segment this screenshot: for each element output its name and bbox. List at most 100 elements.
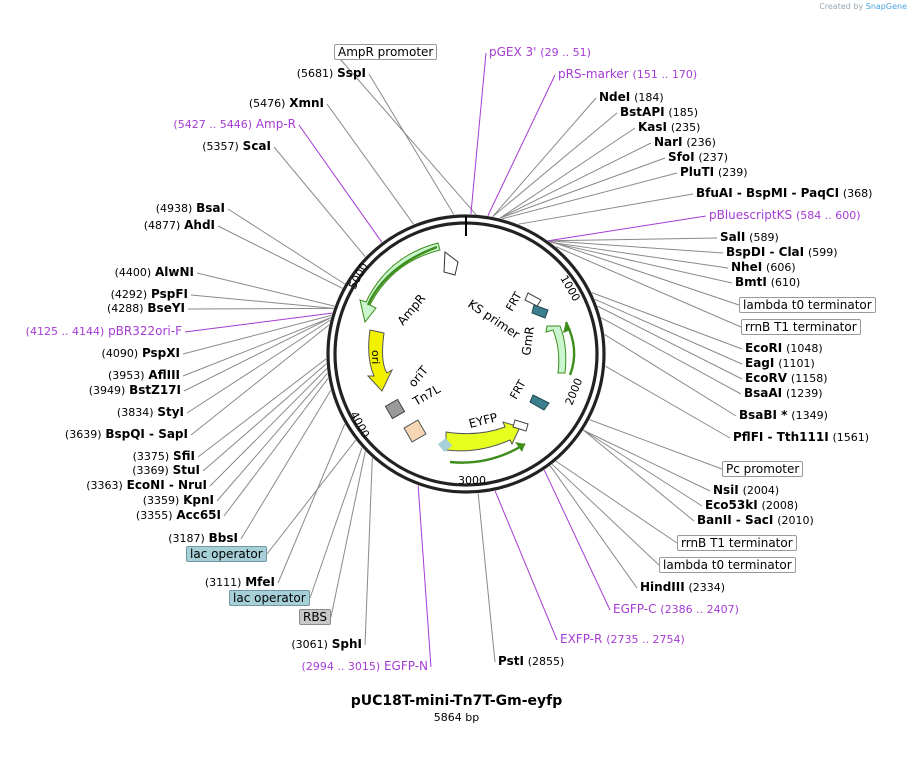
site-label-ecori[interactable]: EcoRI (1048) — [745, 341, 823, 356]
terminator-lower[interactable] — [512, 419, 529, 432]
leader-line-stui — [202, 363, 327, 472]
site-label-nari[interactable]: NarI (236) — [654, 135, 716, 150]
site-label-mfei[interactable]: (3111) MfeI — [205, 575, 275, 590]
site-label-afliii[interactable]: (3953) AflIII — [108, 368, 180, 383]
site-label-hindiii[interactable]: HindIII (2334) — [640, 580, 725, 595]
site-label-sphi[interactable]: (3061) SphI — [291, 637, 362, 652]
tn7l-feature[interactable] — [403, 419, 427, 443]
site-position: (610) — [770, 276, 801, 289]
site-label-sfoi[interactable]: SfoI (237) — [668, 150, 728, 165]
site-label-bsaai[interactable]: BsaAI (1239) — [744, 386, 823, 401]
site-label-pbluescriptks[interactable]: pBluescriptKS (584 .. 600) — [709, 208, 861, 223]
site-label-kpni[interactable]: (3359) KpnI — [143, 493, 214, 508]
gmr-feature[interactable] — [545, 325, 567, 374]
site-label-bstz17i[interactable]: (3949) BstZ17I — [89, 383, 181, 398]
site-label-bspdi-clai[interactable]: BspDI - ClaI (599) — [726, 245, 838, 260]
site-label-econi-nrui[interactable]: (3363) EcoNI - NruI — [86, 478, 207, 493]
lac-operator-box[interactable]: lac operator — [186, 546, 267, 562]
site-label-pflfi-tth111i[interactable]: PflFI - Tth111I (1561) — [733, 430, 869, 445]
frt-feature-upper[interactable] — [531, 304, 549, 319]
ring-tick-label: 3000 — [458, 474, 486, 487]
credit-prefix: Created by — [819, 2, 864, 11]
leader-line-pc-promoter — [589, 419, 723, 470]
site-label-bmti[interactable]: BmtI (610) — [735, 275, 800, 290]
leader-line-pspxi — [182, 314, 332, 355]
site-label-bsabi[interactable]: BsaBI * (1349) — [739, 408, 828, 423]
site-label-eco53ki[interactable]: Eco53kI (2008) — [705, 498, 798, 513]
site-label-stui[interactable]: (3369) StuI — [132, 463, 200, 478]
leader-line-bseyi — [187, 307, 334, 310]
site-name: BseYI — [147, 301, 185, 315]
site-position: (4938) — [155, 202, 193, 215]
site-label-bsai[interactable]: (4938) BsaI — [156, 201, 225, 216]
site-label-sspi[interactable]: (5681) SspI — [297, 66, 366, 81]
eyfp-feature[interactable] — [445, 421, 521, 452]
ori-feature[interactable] — [366, 329, 394, 392]
ampr-label: AmpR — [395, 291, 429, 327]
site-position: (3355) — [135, 509, 173, 522]
leader-line-pflfi-tth111i — [605, 365, 731, 439]
site-label-amp-r[interactable]: (5427 .. 5446) Amp-R — [173, 117, 296, 132]
lac-operator-marker — [437, 437, 453, 453]
site-position: (606) — [766, 261, 796, 274]
ampr-feature[interactable] — [359, 242, 441, 324]
orit-feature[interactable] — [384, 398, 406, 420]
site-label-pspfi[interactable]: (4292) PspFI — [111, 287, 188, 302]
site-label-scai[interactable]: (5357) ScaI — [202, 139, 271, 154]
site-label-banii-saci[interactable]: BanII - SacI (2010) — [697, 513, 814, 528]
site-label-prs-marker[interactable]: pRS-marker (151 .. 170) — [558, 67, 697, 82]
site-label-bstapi[interactable]: BstAPI (185) — [620, 105, 698, 120]
site-name: SalI — [720, 230, 746, 244]
site-label-pbr322ori-f[interactable]: (4125 .. 4144) pBR322ori-F — [26, 324, 182, 339]
site-label-sfii[interactable]: (3375) SfiI — [133, 449, 195, 464]
terminator-upper[interactable] — [524, 292, 542, 307]
site-label-bfuai-bspmi-paqci[interactable]: BfuAI - BspMI - PaqCI (368) — [696, 186, 872, 201]
site-position: (5476) — [248, 97, 286, 110]
site-label-acc65i[interactable]: (3355) Acc65I — [136, 508, 221, 523]
site-label-egfp-c[interactable]: EGFP-C (2386 .. 2407) — [613, 602, 739, 617]
rbs-box[interactable]: RBS — [299, 609, 331, 625]
frt-feature-lower[interactable] — [529, 394, 550, 411]
site-label-bbsi[interactable]: (3187) BbsI — [168, 531, 238, 546]
site-label-bseyi[interactable]: (4288) BseYI — [107, 301, 185, 316]
site-position: (237) — [698, 151, 728, 164]
ampr-promoter-feature[interactable] — [443, 251, 459, 276]
site-label-ahdi[interactable]: (4877) AhdI — [144, 218, 215, 233]
site-label-eagi[interactable]: EagI (1101) — [745, 356, 815, 371]
site-label-kasi[interactable]: KasI (235) — [638, 120, 700, 135]
site-label-sali[interactable]: SalI (589) — [720, 230, 779, 245]
site-name: XmnI — [289, 96, 324, 110]
lac-operator-box[interactable]: lac operator — [229, 590, 310, 606]
site-label-styi[interactable]: (3834) StyI — [117, 405, 184, 420]
site-label-pgex-3[interactable]: pGEX 3' (29 .. 51) — [489, 45, 591, 60]
lambda-t0-terminator-box[interactable]: lambda t0 terminator — [739, 297, 876, 313]
site-label-nsii[interactable]: NsiI (2004) — [713, 483, 779, 498]
leader-line-exfp-r — [494, 490, 558, 641]
site-label-pspxi[interactable]: (4090) PspXI — [102, 346, 180, 361]
site-label-nhei[interactable]: NheI (606) — [731, 260, 796, 275]
site-position: (4090) — [101, 347, 139, 360]
pc-promoter-box[interactable]: Pc promoter — [722, 461, 804, 477]
site-name: pBluescriptKS — [709, 208, 793, 222]
leader-line-pgex-3 — [470, 52, 487, 215]
site-label-xmni[interactable]: (5476) XmnI — [249, 96, 324, 111]
rrnb-t1-terminator-box[interactable]: rrnB T1 terminator — [677, 535, 797, 551]
site-name: BmtI — [735, 275, 767, 289]
gmr-arrow-head — [563, 322, 571, 333]
site-label-bspqi-sapi[interactable]: (3639) BspQI - SapI — [65, 427, 188, 442]
site-label-egfp-n[interactable]: (2994 .. 3015) EGFP-N — [302, 659, 428, 674]
site-name: BbsI — [208, 531, 238, 545]
leader-line-alwni — [196, 272, 335, 307]
site-label-psti[interactable]: PstI (2855) — [498, 654, 564, 669]
rrnb-t1-terminator-box[interactable]: rrnB T1 terminator — [741, 319, 861, 335]
lambda-t0-terminator-box[interactable]: lambda t0 terminator — [659, 557, 796, 573]
site-position: (3639) — [64, 428, 102, 441]
site-label-exfp-r[interactable]: EXFP-R (2735 .. 2754) — [560, 632, 685, 647]
site-name: StyI — [157, 405, 184, 419]
site-label-ndei[interactable]: NdeI (184) — [599, 90, 664, 105]
site-position: (236) — [686, 136, 716, 149]
site-label-alwni[interactable]: (4400) AlwNI — [115, 265, 194, 280]
ampr-promoter-box[interactable]: AmpR promoter — [334, 44, 438, 60]
site-label-pluti[interactable]: PluTI (239) — [680, 165, 748, 180]
site-label-ecorv[interactable]: EcoRV (1158) — [745, 371, 828, 386]
